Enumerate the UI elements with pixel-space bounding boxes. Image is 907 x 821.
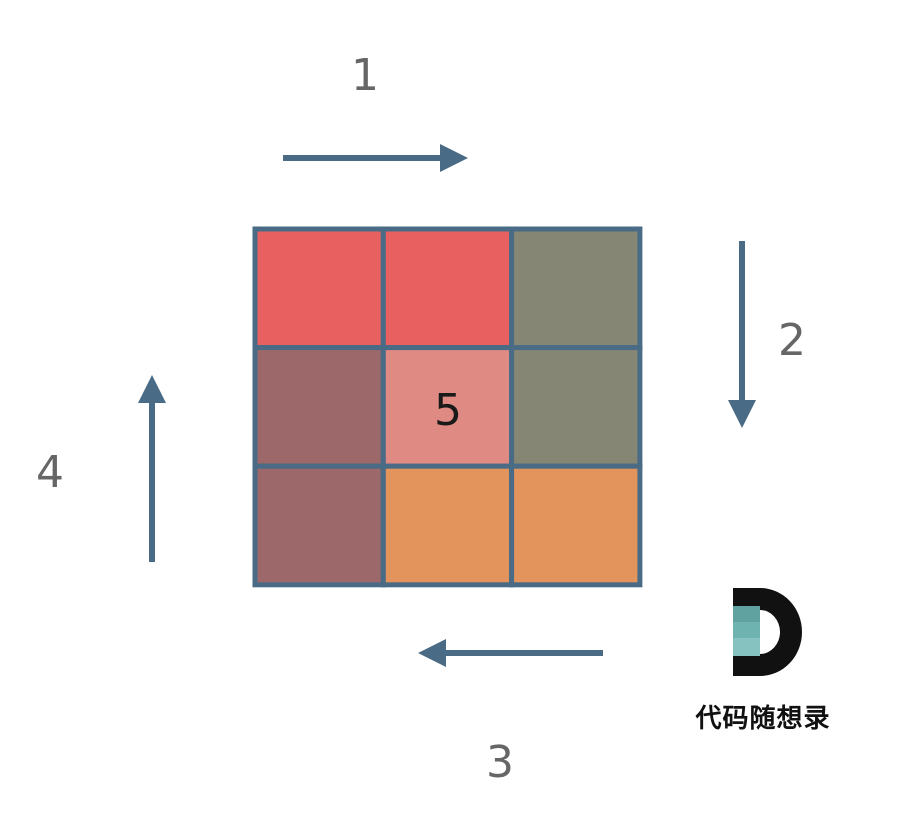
step-1-label: 1 — [351, 50, 379, 101]
matrix-grid — [252, 226, 643, 588]
step-4-label: 4 — [36, 447, 64, 498]
grid-cell-r0-c0 — [252, 226, 386, 351]
grid-cell-r2-c0 — [252, 463, 386, 588]
arrow-3-head-icon — [418, 639, 446, 667]
logo-text: 代码随想录 — [694, 703, 830, 734]
grid-cell-r1-c0 — [252, 345, 386, 469]
arrow-2-head-icon — [728, 400, 756, 428]
arrow-step-4 — [138, 375, 166, 562]
grid-cell-r2-c2 — [509, 463, 643, 588]
arrow-step-3 — [418, 639, 603, 667]
letter-d-logo-icon — [733, 588, 802, 676]
step-3-label: 3 — [486, 737, 514, 788]
arrow-step-1 — [283, 144, 468, 172]
grid-cell-r1-c2 — [509, 345, 643, 469]
step-2-label: 2 — [778, 315, 806, 366]
grid-cell-r0-c2 — [509, 226, 643, 351]
arrow-step-2 — [728, 241, 756, 428]
grid-cell-r2-c1 — [380, 463, 515, 588]
grid-cell-r0-c1 — [380, 226, 515, 351]
center-cell-label: 5 — [434, 385, 462, 436]
arrow-4-head-icon — [138, 375, 166, 403]
arrow-1-head-icon — [440, 144, 468, 172]
